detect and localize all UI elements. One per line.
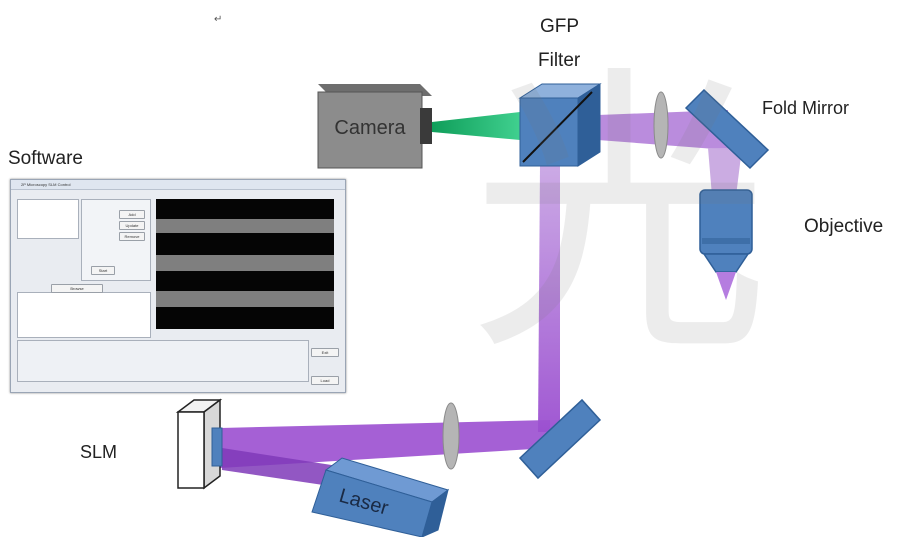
lower-mirror	[518, 398, 602, 480]
pattern-stripe	[156, 199, 334, 219]
gfp-filter-label-1: GFP	[540, 16, 579, 37]
gfp-filter-label-2: Filter	[538, 50, 581, 71]
objective	[699, 189, 753, 300]
lens-lower	[442, 402, 460, 470]
sw-button-1[interactable]: Update	[119, 221, 145, 230]
sw-button-0[interactable]: Add	[119, 210, 145, 219]
watermark-glyph: 光	[470, 48, 770, 384]
objective-label: Objective	[804, 216, 883, 237]
beam-fold-to-objective	[708, 148, 742, 196]
fold-mirror-plate	[684, 88, 770, 170]
fold-mirror	[684, 88, 770, 170]
software-settings-strip	[17, 340, 309, 382]
sw-button-7[interactable]: Load	[311, 376, 339, 385]
sw-button-3[interactable]: Start	[91, 266, 115, 275]
sw-button-2[interactable]: Remove	[119, 232, 145, 241]
dichroic-line	[522, 91, 593, 163]
beam-fluorescence-to-camera	[432, 112, 520, 140]
objective-collar	[702, 238, 750, 244]
gfp-filter-cube	[518, 83, 602, 167]
return-mark-glyph: ↵	[214, 14, 222, 25]
pattern-stripe	[156, 307, 334, 329]
slm-body	[177, 411, 205, 489]
beam-slm-to-mirror	[220, 420, 550, 468]
software-list-panel	[17, 199, 79, 239]
software-window-titlebar: 2P Microscopy SLM Control	[11, 180, 345, 190]
software-log-panel	[17, 292, 151, 338]
beam-laser-to-slm	[222, 448, 338, 486]
watermark: 光	[470, 48, 770, 384]
laser: Laser	[311, 457, 450, 538]
focus-cone	[716, 272, 736, 300]
pattern-stripe	[156, 233, 334, 255]
sw-button-6[interactable]: Exit	[311, 348, 339, 357]
fold-mirror-label: Fold Mirror	[762, 98, 849, 118]
pattern-stripe	[156, 271, 334, 291]
camera-label: Camera	[334, 117, 406, 139]
software-window: 2P Microscopy SLM Control Add Update Rem…	[10, 179, 346, 393]
slm	[175, 398, 223, 490]
camera: Camera	[317, 84, 432, 169]
beam-mirror-to-filter	[538, 165, 560, 432]
slm-pattern-display	[156, 199, 334, 329]
camera-lens-mount	[420, 108, 432, 144]
sw-button-4[interactable]: Browse	[51, 284, 103, 293]
beam-paths	[220, 110, 742, 486]
slm-label: SLM	[80, 442, 117, 462]
lens-upper	[653, 91, 669, 159]
software-label: Software	[8, 148, 83, 169]
slm-panel	[211, 427, 223, 467]
